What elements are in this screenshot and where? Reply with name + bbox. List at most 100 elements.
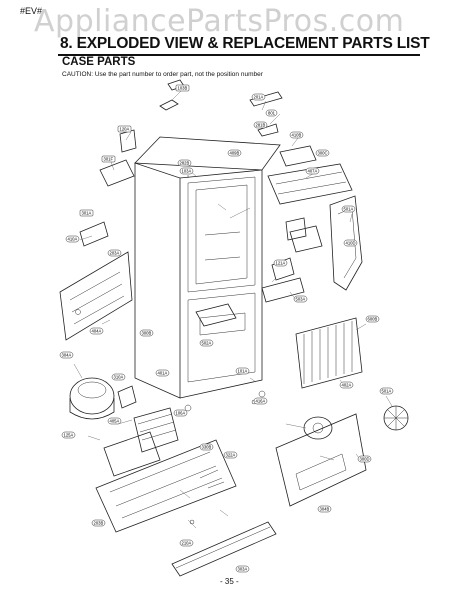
svg-text:101A: 101A xyxy=(238,369,248,374)
part-label: 600B xyxy=(365,315,380,323)
svg-text:120A: 120A xyxy=(120,127,130,132)
svg-text:125A: 125A xyxy=(64,433,74,438)
part-label: 407A xyxy=(305,167,320,175)
svg-text:300C: 300C xyxy=(318,151,328,156)
svg-text:503A: 503A xyxy=(296,297,306,302)
part-label: 410B xyxy=(289,131,304,139)
svg-text:600B: 600B xyxy=(368,317,378,322)
part-label: 300B xyxy=(139,329,154,337)
watermark: AppliancePartsPros.com xyxy=(34,4,405,39)
part-label: 503A xyxy=(293,295,308,303)
model-code: #EV# xyxy=(20,6,43,16)
svg-text:801: 801 xyxy=(268,111,276,116)
part-label: 416A xyxy=(253,397,268,405)
side-panel xyxy=(59,251,133,341)
part-label: 106A xyxy=(173,409,188,417)
part-label: 103B xyxy=(175,84,190,92)
page-number: - 35 - xyxy=(220,577,239,586)
rear-cover xyxy=(275,413,367,507)
part-label: 409B xyxy=(227,149,242,157)
svg-text:103A: 103A xyxy=(182,169,192,174)
part-label: 401A xyxy=(155,369,170,377)
part-label: 281B xyxy=(253,121,268,129)
part-label: 502A xyxy=(199,339,214,347)
part-label: 304A xyxy=(59,351,74,359)
part-label: 322A xyxy=(223,451,238,459)
svg-text:404A: 404A xyxy=(92,329,102,334)
part-label: 120A xyxy=(117,125,132,133)
svg-text:300B: 300B xyxy=(142,331,152,336)
svg-text:300D: 300D xyxy=(360,457,370,462)
part-label: 201A xyxy=(251,93,266,101)
svg-text:402A: 402A xyxy=(342,383,352,388)
part-label: 501A xyxy=(379,387,394,395)
part-label: 301F xyxy=(101,155,116,163)
caution-note: CAUTION: Use the part number to order pa… xyxy=(62,71,263,78)
svg-text:502A: 502A xyxy=(202,341,212,346)
divider-parts xyxy=(195,225,323,327)
part-label: 282B xyxy=(177,159,192,167)
svg-text:310A: 310A xyxy=(114,375,124,380)
svg-text:401A: 401A xyxy=(158,371,168,376)
svg-text:407A: 407A xyxy=(308,169,318,174)
svg-text:304B: 304B xyxy=(320,507,330,512)
part-label: 210A xyxy=(179,539,194,547)
svg-text:410D: 410D xyxy=(346,241,356,246)
svg-text:303A: 303A xyxy=(238,567,248,572)
compressor xyxy=(69,377,115,420)
cabinet xyxy=(134,136,281,399)
part-label: 121A xyxy=(273,259,288,267)
right-cover-assembly xyxy=(267,145,353,241)
part-label: 300D xyxy=(357,455,372,463)
part-label: 801 xyxy=(265,109,278,117)
part-label: 300C xyxy=(315,149,330,157)
part-label: 303A xyxy=(235,565,250,573)
svg-text:203A: 203A xyxy=(110,251,120,256)
svg-text:106A: 106A xyxy=(176,411,186,416)
part-label: 402A xyxy=(339,381,354,389)
svg-text:405A: 405A xyxy=(110,419,120,424)
svg-text:501A: 501A xyxy=(344,207,354,212)
part-label: 330B xyxy=(199,443,214,451)
section-subtitle: CASE PARTS xyxy=(62,56,136,68)
part-label: 125A xyxy=(61,431,76,439)
svg-text:201A: 201A xyxy=(254,95,264,100)
part-label: 410A xyxy=(65,235,80,243)
svg-text:322A: 322A xyxy=(226,453,236,458)
part-label: 310A xyxy=(111,373,126,381)
fan-assembly xyxy=(303,405,409,440)
svg-text:281B: 281B xyxy=(256,123,266,128)
svg-text:203B: 203B xyxy=(94,521,104,526)
condenser xyxy=(295,317,363,389)
title-underline xyxy=(58,54,420,56)
part-label: 101A xyxy=(235,367,250,375)
kick-plate xyxy=(171,521,277,577)
part-label: 304B xyxy=(317,505,332,513)
svg-text:282B: 282B xyxy=(180,161,190,166)
svg-text:210A: 210A xyxy=(182,541,192,546)
svg-text:301F: 301F xyxy=(104,157,114,162)
part-label: 501A xyxy=(341,205,356,213)
svg-text:304A: 304A xyxy=(62,353,72,358)
upper-left-parts xyxy=(79,129,137,247)
part-label: 203B xyxy=(91,519,106,527)
svg-text:409B: 409B xyxy=(230,151,240,156)
base-grille xyxy=(95,439,237,533)
svg-text:410A: 410A xyxy=(68,237,78,242)
part-label: 203A xyxy=(107,249,122,257)
part-label: 404A xyxy=(89,327,104,335)
svg-text:121A: 121A xyxy=(276,261,286,266)
small-parts xyxy=(75,309,266,525)
part-label: 301A xyxy=(79,209,94,217)
svg-text:301A: 301A xyxy=(82,211,92,216)
page-title: 8. EXPLODED VIEW & REPLACEMENT PARTS LIS… xyxy=(60,35,430,52)
coil-assembly xyxy=(117,385,179,453)
svg-text:330B: 330B xyxy=(202,445,212,450)
part-label: 410D xyxy=(343,239,358,247)
svg-text:103B: 103B xyxy=(178,86,188,91)
part-label: 103A xyxy=(179,167,194,175)
svg-text:416A: 416A xyxy=(256,399,266,404)
part-label: 405A xyxy=(107,417,122,425)
position-labels: 103B 201A 801 281B 410B 409B 282B 120A 3… xyxy=(59,84,394,573)
